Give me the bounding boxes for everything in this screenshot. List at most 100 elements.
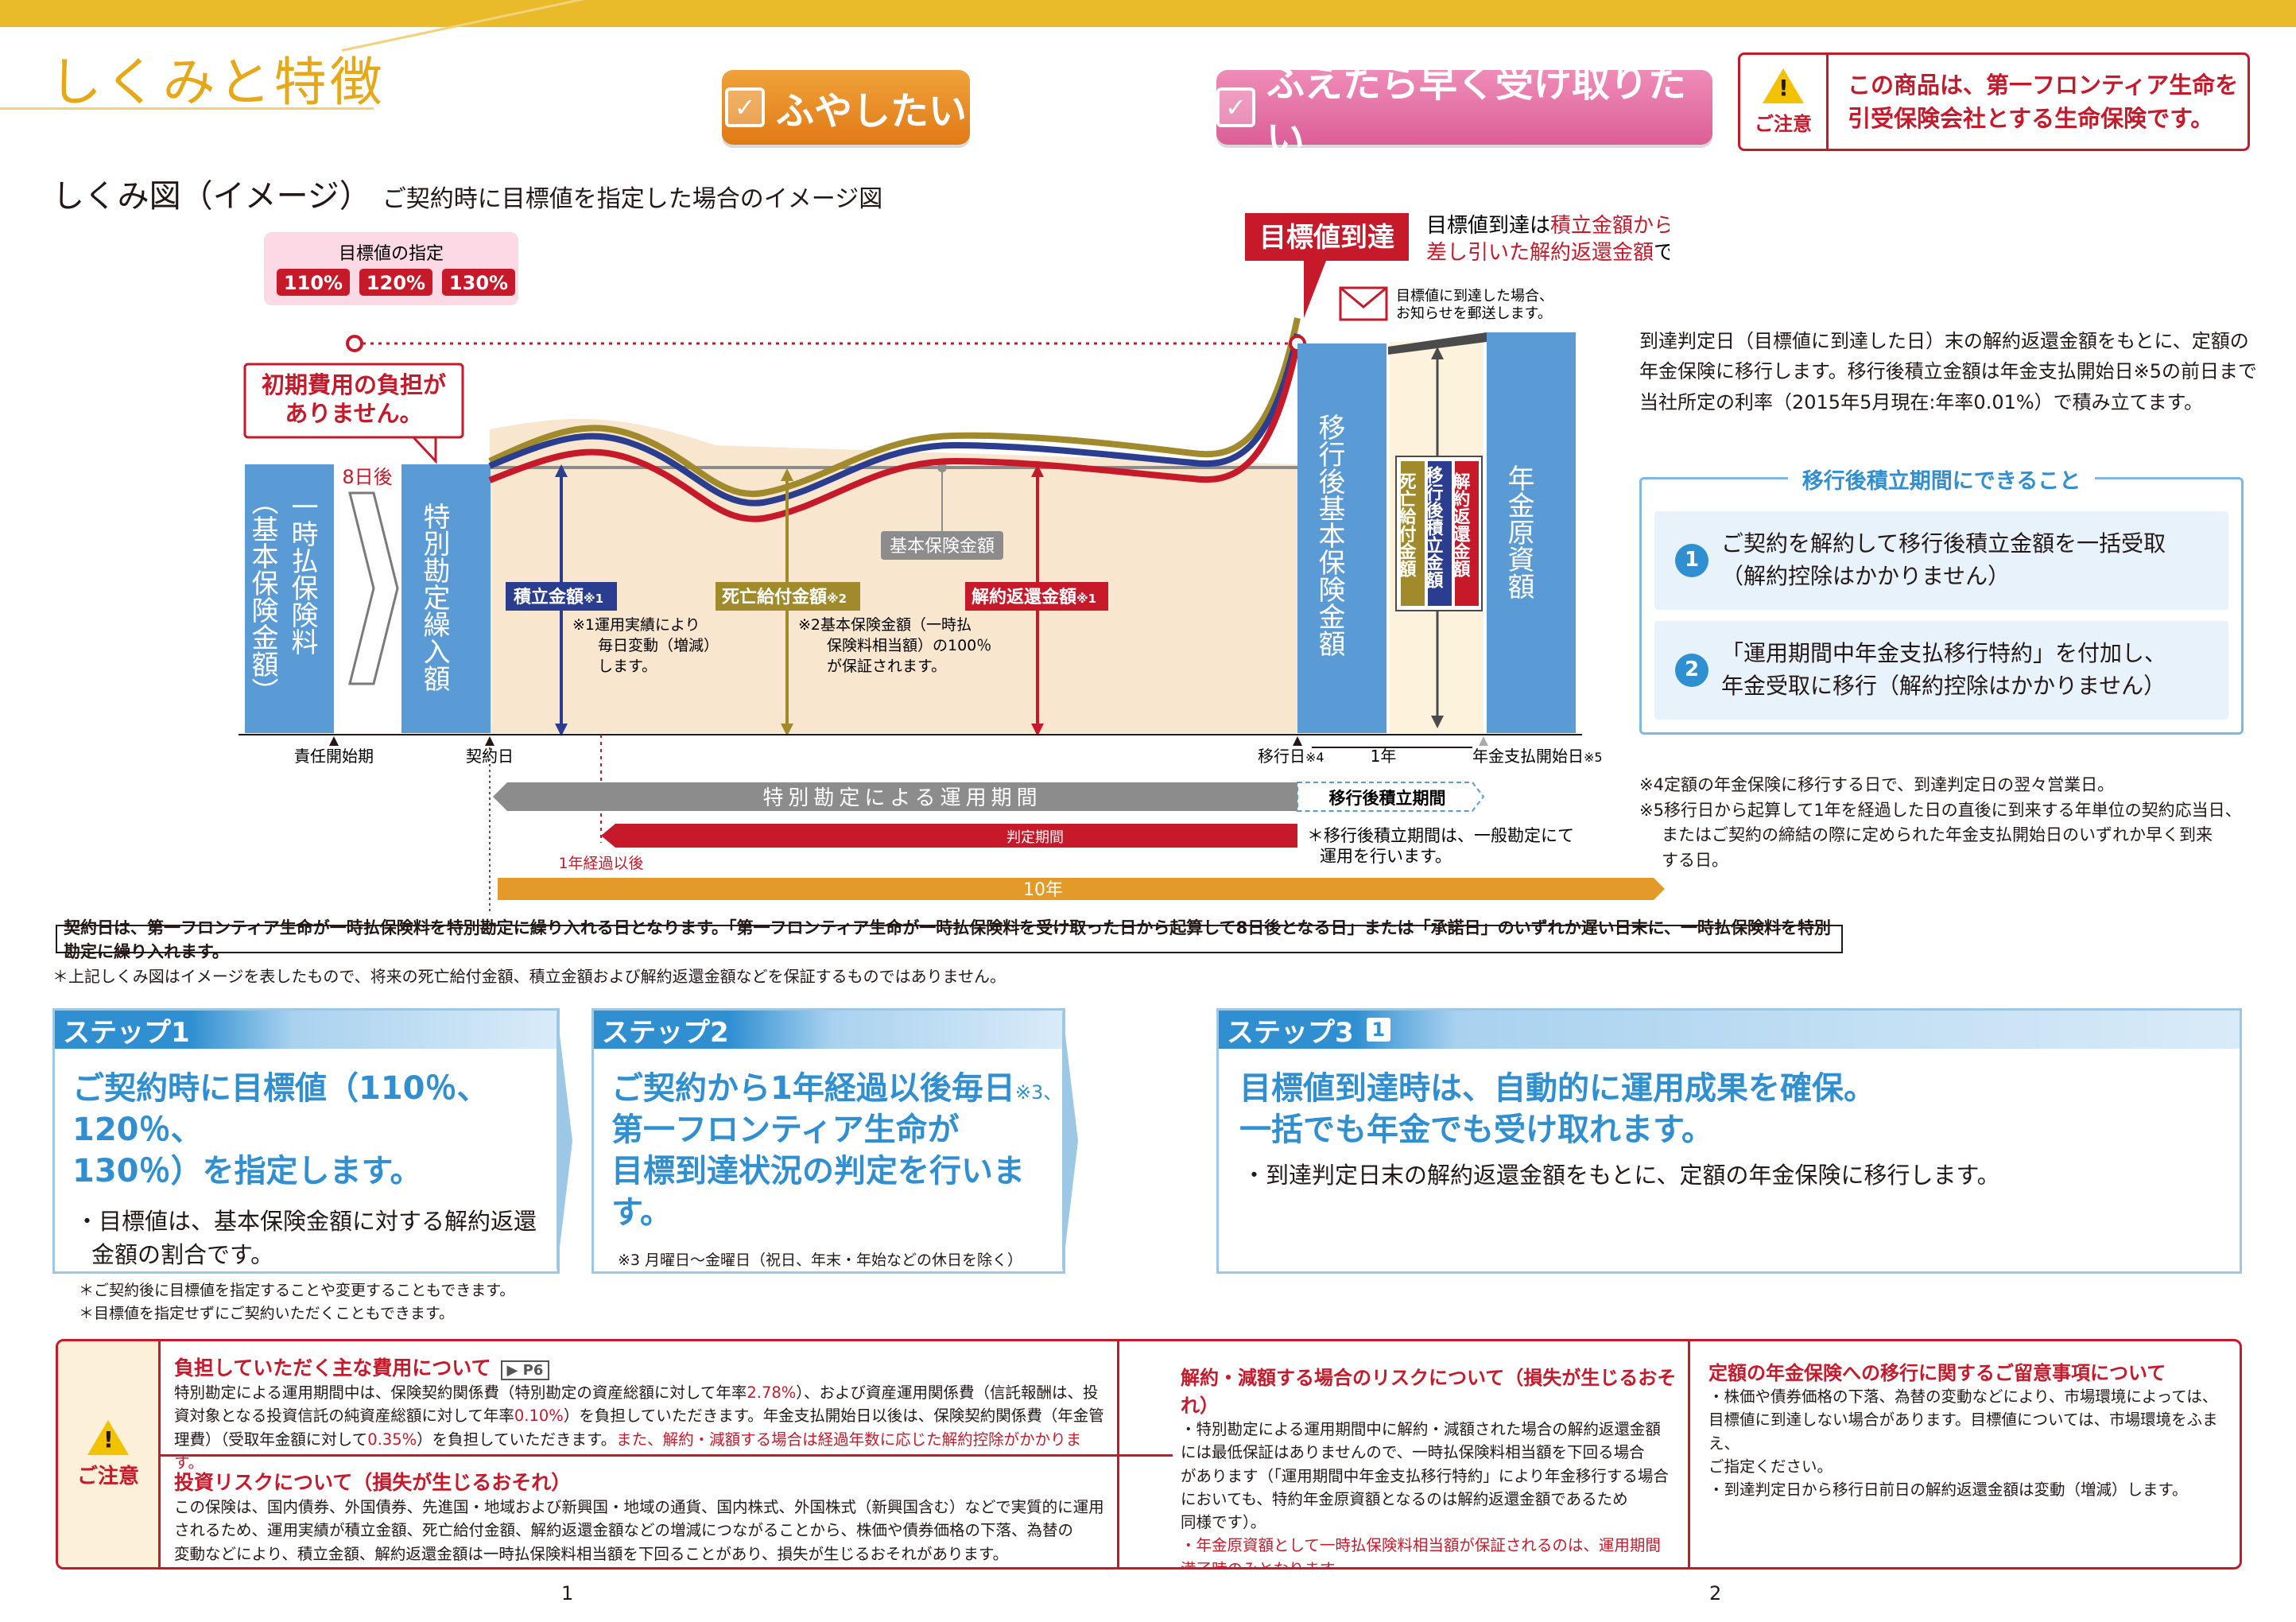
cost-text: ）、および資産運用関係費（信託報酬は、投資 — [174, 1383, 1099, 1426]
axis-start-label: 責任開始期 — [294, 747, 374, 766]
tag-grow: ✓ ふやしたい — [722, 70, 970, 145]
note2: ※2基本保険金額（一時払 保険料相当額）の100％ が保証されます。 — [798, 616, 991, 675]
small-col-post-accum: 移行後積立金額 — [1423, 465, 1445, 589]
axis-transfer-mark: ※4 — [1305, 750, 1324, 765]
note1-line: ※1運用実績により — [572, 616, 700, 634]
accumulation-curve — [488, 333, 1301, 506]
step-1-main: ご契約時に目標値（110％、120％、130％）を指定します。 — [55, 1049, 557, 1192]
ten-year-label: 10年 — [1023, 880, 1063, 900]
reach-text-2: 差し引いた解約返還金額で判定します。 — [1426, 241, 1670, 265]
axis-ticks — [329, 736, 1488, 746]
surrender-tag-text: 解約返還金額※1 — [972, 587, 1096, 607]
diagram-heading-sub: ご契約時に目標値を指定した場合のイメージ図 — [382, 185, 883, 213]
step-2-header: ステップ2 — [594, 1011, 1063, 1049]
divider — [1688, 1341, 1690, 1567]
cost-title: 負担していただく主な費用について ▶ P6 — [174, 1352, 1109, 1381]
surrender-line: においても、特約年金原資額となるのは解約返還金額であるため — [1181, 1489, 1628, 1508]
mechanism-diagram: 目標値の指定 110% 120% 130% 初期費用の負担が ありません。 一時… — [239, 213, 1670, 914]
step-3-main: 目標値到達時は、自動的に運用成果を確保。一括でも年金でも受け取れます。 — [1219, 1049, 2240, 1151]
checkbox-icon: ✓ — [724, 87, 765, 127]
step-main-line: 一括でも年金でも受け取れます。 — [1239, 1112, 1713, 1148]
cost-section: 負担していただく主な費用について▶ P6 特別勘定による運用期間中は、保険契約関… — [174, 1352, 1109, 1474]
cost-text: 対象となる投資信託の純資産総額に対して年率 — [189, 1407, 514, 1426]
surrender-line: があります（「運用期間中年金支払移行特約」により年金移行する場合 — [1181, 1466, 1669, 1485]
mail-text-line: お知らせを郵送します。 — [1396, 305, 1552, 322]
cost-title-text: 負担していただく主な費用について — [174, 1356, 491, 1379]
axis-one-year-label: 1年 — [1371, 747, 1397, 766]
target-reach-pointer — [1304, 261, 1326, 318]
transfer-notes-body: ・株価や債券価格の下落、為替の変動などにより、市場環境によっては、目標値に到達し… — [1708, 1385, 2233, 1501]
cost-text: （受取年金額に対して — [220, 1430, 368, 1449]
chevron-right-icon — [348, 491, 399, 685]
post-basic-label: 移行後基本保険金額 — [1313, 413, 1345, 657]
special-period-bar — [493, 782, 1297, 811]
premium-basic-label: （基本保険金額） — [246, 488, 278, 704]
operation-area-top — [490, 418, 1297, 464]
step-note-line: ＊ご契約後に目標値を指定することや変更することもできます。 — [79, 1282, 515, 1300]
risk-body: この保険は、国内債券、外国債券、先進国・地域および新興国・地域の通貨、国内株式、… — [174, 1496, 1109, 1566]
surrender-line: ・年金原資額として一時払保険料相当額が保証されるのは、運用期間 — [1181, 1536, 1661, 1555]
footnote-5-cont: する日。 — [1662, 850, 1728, 870]
note1: ※1運用実績により 毎日変動（増減） します。 — [572, 616, 719, 675]
target-value-130: 130% — [449, 272, 508, 294]
caution-notice: ! ご注意 この商品は、第一フロンティア生命を引受保険会社とする生命保険です。 — [1738, 52, 2250, 151]
step-main-mark: ※3、 — [1014, 1081, 1063, 1104]
step-sub-line: 金額の割合です。 — [91, 1241, 274, 1269]
axis-transfer-text: 移行日 — [1258, 747, 1305, 766]
judge-period-bar — [601, 824, 1297, 848]
surrender-risk-title: 解約・減額する場合のリスクについて（損失が生じるおそれ） — [1181, 1367, 1677, 1417]
mail-icon-flap — [1340, 286, 1387, 308]
tag-receive-early-label: ふえたら早く受け取りたい — [1266, 61, 1686, 161]
surrender-tag — [965, 582, 1108, 611]
risk-line: されるため、運用実績が積立金額、死亡給付金額、解約返還金額などの増減につながるこ… — [174, 1521, 1074, 1540]
annuity-label: 年金原資額 — [1503, 464, 1534, 600]
step-main-line: 130％）を指定します。 — [72, 1153, 422, 1189]
step-1-notes: ＊ご契約後に目標値を指定することや変更することもできます。 ＊目標値を指定せずにご… — [55, 1271, 557, 1325]
after-one-year-label: 1年経過以後 — [558, 855, 643, 872]
cost-text: ）を負担していただきます。年金支払開始日以後は、保険契約関係費（年金管理費） — [174, 1407, 1104, 1449]
reach-text-b: 積立金額から解約控除を — [1550, 214, 1670, 238]
eight-days-label: 8日後 — [342, 466, 392, 488]
caution-label: ご注意 — [1755, 112, 1812, 135]
contract-day-note: 契約日は、第一フロンティア生命が一時払保険料を特別勘定に繰り入れる日となります。… — [56, 918, 1843, 961]
panel-item-line: （解約控除はかかりません） — [1721, 563, 2011, 589]
cost-rate: 0.35% — [367, 1430, 417, 1449]
transfer-line: 目標値に到達しない場合があります。目標値については、市場環境をふまえ、 — [1708, 1411, 2218, 1453]
step-arrow-1 — [557, 1008, 572, 1274]
surrender-label: 解約返還金額 — [972, 587, 1076, 607]
risk-section: 投資リスクについて（損失が生じるおそれ） この保険は、国内債券、外国債券、先進国… — [174, 1467, 1109, 1566]
note1-line: します。 — [598, 658, 657, 675]
surrender-risk-section: 解約・減額する場合のリスクについて（損失が生じるおそれ） ・特別勘定による運用期… — [1181, 1362, 1683, 1567]
death-tag-text: 死亡給付金額※2 — [722, 587, 847, 607]
step-1-card: ステップ1 ご契約時に目標値（110％、120％、130％）を指定します。 ・目… — [52, 1008, 560, 1322]
basic-amount-tag — [881, 531, 1003, 560]
surrender-risk-body: ・特別勘定による運用期間中に解約・減額された場合の解約返還金額には最低保証はあり… — [1181, 1418, 1683, 1567]
page-ref-badge: ▶ P6 — [500, 1360, 550, 1380]
special-account-column — [401, 464, 491, 733]
tag-receive-early: ✓ ふえたら早く受け取りたい — [1216, 61, 1712, 161]
premium-column — [245, 464, 334, 733]
step-note-line: ＊目標値を指定せずにご契約いただくこともできます。 — [79, 1304, 454, 1322]
divider — [158, 1454, 1173, 1457]
page-ref: P6 — [522, 1362, 544, 1379]
judge-period-label: 判定期間 — [1006, 829, 1064, 846]
step-1-sub: ・目標値は、基本保険金額に対する解約返還金額の割合です。 — [55, 1192, 557, 1271]
post-note-line: 運用を行います。 — [1320, 847, 1452, 866]
caution-line: 引受保険会社とする生命保険です。 — [1848, 105, 2214, 132]
page-title: しくみと特徴 — [49, 52, 386, 113]
surrender-mark: ※1 — [1076, 592, 1096, 606]
transfer-notes-section: 定額の年金保険への移行に関するご留意事項について ・株価や債券価格の下落、為替の… — [1708, 1357, 2233, 1501]
cost-rate: 0.10% — [514, 1407, 564, 1426]
death-tag — [716, 582, 860, 611]
number-badge: 1 — [1675, 544, 1708, 577]
small-col2-bg — [1428, 461, 1452, 606]
divider — [1117, 1341, 1119, 1567]
post-note-line: ＊移行後積立期間は、一般勘定にて — [1307, 826, 1574, 845]
tag-grow-label: ふやしたい — [775, 89, 967, 134]
bottom-caution-label: ! ご注意 — [58, 1341, 161, 1567]
diagram-heading: しくみ図（イメージ）ご契約時に目標値を指定した場合のイメージ図 — [52, 170, 882, 216]
footnote-5: ※5移行日から起算して1年を経過した日の直後に到来する年単位の契約応当日、 — [1639, 800, 2242, 820]
number-badge: 2 — [1675, 654, 1708, 687]
axis-annuity-mark: ※5 — [1584, 750, 1603, 765]
